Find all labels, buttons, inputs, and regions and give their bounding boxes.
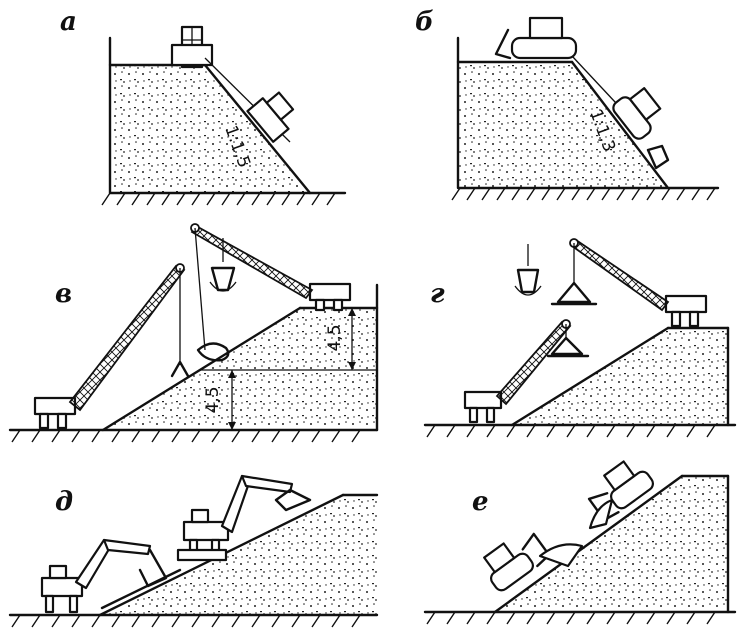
excavator-upper-icon: [176, 474, 312, 562]
embankment-soil: [495, 476, 728, 612]
embankment-soil: [458, 62, 668, 188]
bucket-icon: [210, 266, 236, 292]
panel-v: в: [8, 223, 379, 443]
crane-lower-icon: [463, 319, 590, 424]
crane-lower-icon: [33, 263, 190, 430]
bulldozer-upper-icon: [587, 460, 654, 522]
ground-hatching: [11, 429, 361, 443]
ground-hatching: [451, 187, 716, 201]
soil-pile-icon: [588, 498, 614, 530]
panel-label-g: г: [430, 279, 445, 309]
slope-line: [493, 474, 684, 614]
soil-pile-icon: [538, 543, 584, 568]
slope-bulldozer-icon: [612, 87, 662, 140]
slope-line: [203, 63, 312, 195]
panel-label-b: б: [415, 7, 434, 37]
excavator-lower-icon: [40, 538, 168, 614]
embankment-soil: [512, 328, 728, 425]
bulldozer-top-icon: [494, 16, 578, 60]
embankment-outline: [456, 36, 720, 190]
panel-a: а 1:1,5: [60, 7, 347, 206]
bulldozer-lower-icon: [483, 532, 551, 592]
panel-b: б 1:1,3: [415, 7, 720, 201]
ground-hatching: [426, 424, 716, 438]
embankment-soil: [103, 308, 377, 430]
slope-plate: [100, 568, 182, 610]
panel-label-a: а: [60, 7, 77, 37]
ground-hatching: [101, 192, 336, 206]
slope-roller-icon: [246, 91, 295, 143]
panel-e: е: [423, 460, 737, 625]
blade-icon: [646, 144, 670, 170]
crane-upper-icon: [190, 223, 352, 362]
slope-line: [510, 326, 670, 427]
winch-icon: [170, 25, 214, 69]
panel-label-v: в: [55, 279, 72, 309]
panel-label-d: д: [55, 487, 73, 517]
ground-hatching: [426, 611, 716, 625]
panel-g: г: [423, 238, 737, 438]
ground-hatching: [11, 614, 361, 628]
dim-label-lower: 4,5: [203, 386, 223, 413]
dim-label-upper: 4,5: [325, 324, 345, 351]
dimension-lower: 4,5: [203, 370, 236, 430]
slope-line: [101, 306, 302, 432]
dimension-upper: 4,5: [325, 308, 356, 370]
panel-d: д: [8, 474, 379, 628]
bucket-icon: [514, 244, 542, 296]
embankment-soil: [110, 65, 310, 193]
crane-upper-icon: [550, 238, 708, 328]
slope-line: [570, 60, 670, 190]
panel-label-e: е: [472, 487, 489, 517]
embankment-soil: [100, 495, 377, 615]
